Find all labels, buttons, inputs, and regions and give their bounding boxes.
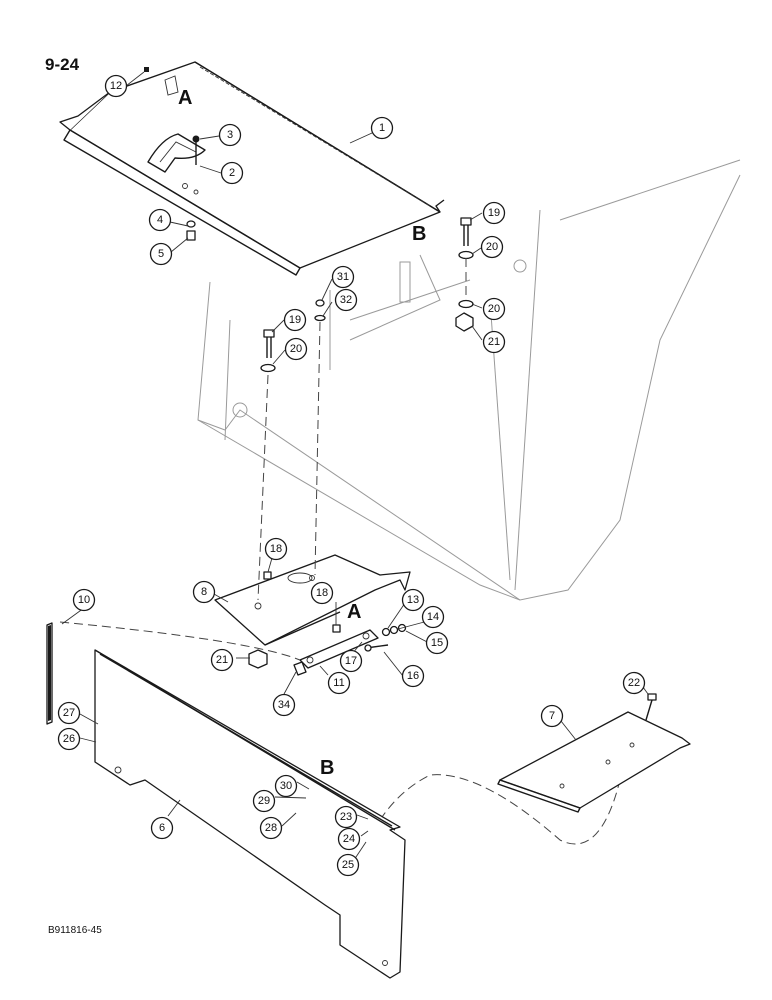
svg-text:14: 14 [427, 611, 439, 623]
svg-text:5: 5 [158, 248, 164, 260]
callout-20-left: 20 [284, 337, 308, 361]
callout-27: 27 [57, 701, 81, 725]
svg-text:8: 8 [201, 586, 207, 598]
floor-plate [497, 711, 691, 813]
link-bar [299, 629, 379, 669]
callout-7: 7 [540, 704, 564, 728]
callout-24: 24 [337, 827, 361, 851]
callout-12: 12 [104, 74, 128, 98]
svg-text:28: 28 [265, 822, 277, 834]
assembly-guides [59, 258, 621, 845]
svg-text:4: 4 [157, 214, 163, 226]
svg-text:6: 6 [159, 822, 165, 834]
letter-a-top: A [178, 87, 192, 109]
svg-text:2: 2 [229, 167, 235, 179]
svg-text:7: 7 [549, 710, 555, 722]
callout-22: 22 [622, 671, 646, 695]
callout-20-right-mid: 20 [482, 297, 506, 321]
callout-31: 31 [331, 265, 355, 289]
callout-26: 26 [57, 727, 81, 751]
callout-19-left: 19 [283, 308, 307, 332]
callout-34: 34 [272, 693, 296, 717]
callout-17: 17 [339, 649, 363, 673]
page-number: 9-24 [45, 55, 80, 74]
svg-text:16: 16 [407, 670, 419, 682]
callout-15: 15 [425, 631, 449, 655]
svg-text:20: 20 [486, 241, 498, 253]
callout-32: 32 [334, 288, 358, 312]
svg-text:20: 20 [290, 343, 302, 355]
figure-reference: B911816-45 [48, 925, 102, 936]
callout-1: 1 [370, 116, 394, 140]
side-panel [94, 649, 406, 979]
callout-29: 29 [252, 789, 276, 813]
svg-text:10: 10 [78, 594, 90, 606]
svg-text:3: 3 [227, 129, 233, 141]
svg-text:23: 23 [340, 811, 352, 823]
connection-labels: A B A B [178, 87, 426, 779]
top-cover [59, 61, 445, 276]
svg-text:11: 11 [333, 677, 344, 689]
callout-14: 14 [421, 605, 445, 629]
svg-text:18: 18 [316, 587, 328, 599]
callout-18-mid: 18 [310, 581, 334, 605]
svg-text:27: 27 [63, 707, 75, 719]
svg-text:12: 12 [110, 80, 122, 92]
callout-19-right: 19 [482, 201, 506, 225]
letter-b-top: B [412, 223, 426, 245]
callout-18-top: 18 [264, 537, 288, 561]
callout-4: 4 [148, 208, 172, 232]
callout-3: 3 [218, 123, 242, 147]
svg-text:21: 21 [488, 336, 500, 348]
callout-16: 16 [401, 664, 425, 688]
bracket-plate [214, 554, 411, 646]
svg-text:30: 30 [280, 780, 292, 792]
svg-text:20: 20 [488, 303, 500, 315]
callout-13: 13 [401, 588, 425, 612]
svg-text:18: 18 [270, 543, 282, 555]
letter-a-mid: A [347, 601, 361, 623]
svg-text:1: 1 [379, 122, 385, 134]
callout-25: 25 [336, 853, 360, 877]
svg-text:26: 26 [63, 733, 75, 745]
letter-b-bottom: B [320, 757, 334, 779]
callout-21-right: 21 [482, 330, 506, 354]
callout-8: 8 [192, 580, 216, 604]
callout-11: 11 [327, 671, 351, 695]
svg-text:29: 29 [258, 795, 270, 807]
svg-text:24: 24 [343, 833, 355, 845]
callouts: 12 1 3 2 4 5 19 20 20 21 31 32 19 20 18 … [57, 74, 646, 877]
callout-30: 30 [274, 774, 298, 798]
callout-2: 2 [220, 161, 244, 185]
callout-21-lower: 21 [210, 648, 234, 672]
callout-5: 5 [149, 242, 173, 266]
svg-text:21: 21 [216, 654, 228, 666]
svg-text:22: 22 [628, 677, 640, 689]
svg-text:19: 19 [289, 314, 301, 326]
svg-text:19: 19 [488, 207, 500, 219]
svg-text:15: 15 [431, 637, 443, 649]
machine-frame [197, 159, 741, 601]
callout-20-right-top: 20 [480, 235, 504, 259]
svg-text:31: 31 [337, 271, 349, 283]
svg-text:17: 17 [345, 655, 357, 667]
svg-text:25: 25 [342, 859, 354, 871]
callout-10: 10 [72, 588, 96, 612]
callout-28: 28 [259, 816, 283, 840]
seal-strip [46, 622, 53, 725]
svg-text:32: 32 [340, 294, 352, 306]
callout-6: 6 [150, 816, 174, 840]
svg-text:34: 34 [278, 699, 290, 711]
svg-text:13: 13 [407, 594, 419, 606]
callout-23: 23 [334, 805, 358, 829]
